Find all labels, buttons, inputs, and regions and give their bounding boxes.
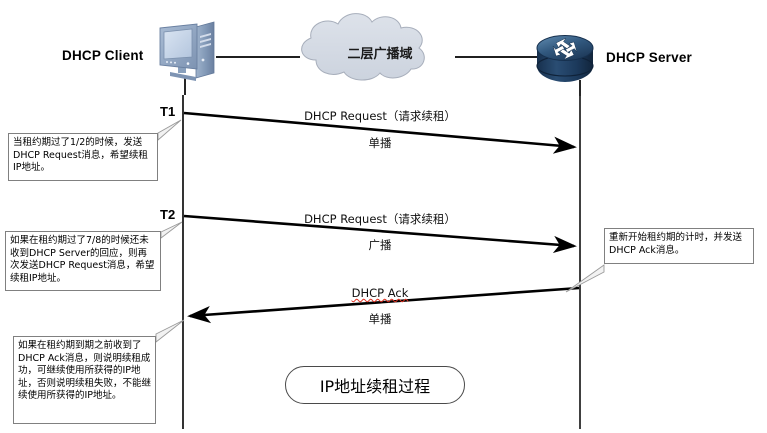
message-1-name: DHCP Request（请求续租） bbox=[304, 109, 456, 123]
diagram-title-box: IP地址续租过程 bbox=[285, 366, 465, 404]
time-mark-t1: T1 bbox=[160, 104, 176, 119]
callout-result: 如果在租约期到期之前收到了DHCP Ack消息，则说明续租成功，可继续使用所获得… bbox=[13, 336, 156, 424]
router-icon bbox=[536, 35, 594, 82]
callout-leaders bbox=[155, 119, 605, 343]
message-arrow-3 bbox=[187, 286, 580, 324]
leader-result bbox=[155, 319, 185, 343]
callout-t2: 如果在租约期过了7/8的时候还未收到DHCP Server的回应，则再次发送DH… bbox=[5, 231, 161, 291]
callout-t1: 当租约期过了1/2的时候，发送DHCP Request消息，希望续租IP地址。 bbox=[8, 133, 158, 181]
time-mark-t2: T2 bbox=[160, 207, 176, 222]
message-2-mode: 广播 bbox=[368, 238, 392, 252]
cloud-icon bbox=[301, 13, 425, 81]
diagram-title: IP地址续租过程 bbox=[319, 377, 431, 396]
message-3-mode: 单播 bbox=[368, 312, 392, 326]
cloud-label: 二层广播域 bbox=[347, 47, 413, 62]
leader-server bbox=[565, 264, 605, 293]
lifelines bbox=[182, 95, 581, 429]
callout-server: 重新开始租约期的计时，并发送DHCP Ack消息。 bbox=[604, 228, 754, 264]
server-node-label: DHCP Server bbox=[606, 50, 692, 65]
client-node-label: DHCP Client bbox=[62, 48, 144, 63]
message-2-name: DHCP Request（请求续租） bbox=[304, 212, 456, 226]
leader-t1 bbox=[157, 119, 182, 141]
topology-wires bbox=[184, 56, 581, 96]
message-3-name: DHCP Ack bbox=[290, 286, 470, 300]
message-3-name-text: DHCP Ack bbox=[351, 286, 409, 300]
leader-t2 bbox=[160, 221, 183, 239]
desktop-computer-icon bbox=[159, 21, 215, 81]
message-arrow-2 bbox=[183, 214, 577, 253]
message-arrow-1 bbox=[183, 111, 577, 154]
message-arrows bbox=[183, 111, 580, 324]
message-1-mode: 单播 bbox=[368, 136, 392, 150]
